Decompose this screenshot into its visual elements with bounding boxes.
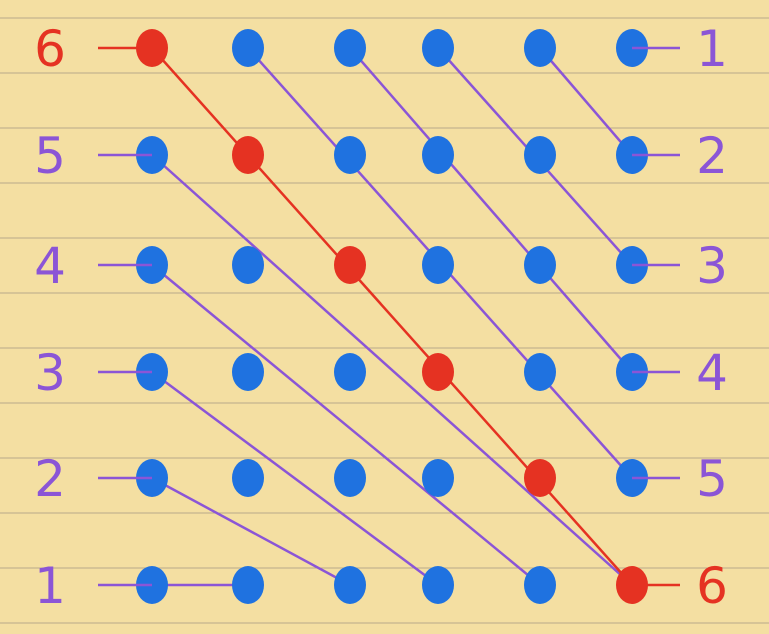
right-row-label: 1	[696, 20, 728, 78]
diagonal-line	[150, 263, 542, 587]
right-row-label: 3	[696, 237, 728, 295]
diagonal-line	[150, 153, 634, 587]
left-row-label: 4	[34, 237, 66, 295]
highlight-dot	[422, 353, 454, 391]
left-row-label: 6	[34, 20, 66, 78]
grid-dot	[232, 459, 264, 497]
grid-dot	[334, 459, 366, 497]
grid-dot	[232, 353, 264, 391]
grid-dot	[232, 246, 264, 284]
diagonal-lines	[150, 46, 634, 587]
highlight-dot	[232, 136, 264, 174]
grid-dot	[524, 136, 556, 174]
notebook-rules	[0, 17, 769, 624]
right-row-label: 6	[696, 557, 728, 615]
grid-dot	[422, 246, 454, 284]
right-row-label: 5	[696, 450, 728, 508]
right-row-label: 4	[696, 344, 728, 402]
grid-dot	[524, 566, 556, 604]
grid-dot	[232, 29, 264, 67]
grid-dot	[524, 246, 556, 284]
grid-dot	[422, 459, 454, 497]
grid-dot	[334, 566, 366, 604]
grid-dot	[422, 136, 454, 174]
grid-dot	[422, 29, 454, 67]
left-row-label: 3	[34, 344, 66, 402]
main-diagonal-line	[150, 46, 634, 587]
grid-dot	[232, 566, 264, 604]
grid-dot	[422, 566, 454, 604]
grid-dot	[524, 353, 556, 391]
grid-dot	[334, 353, 366, 391]
left-row-label: 2	[34, 450, 66, 508]
right-row-label: 2	[696, 127, 728, 185]
diagonal-line	[150, 476, 352, 587]
highlight-dot	[524, 459, 556, 497]
left-row-label: 1	[34, 557, 66, 615]
left-row-label: 5	[34, 127, 66, 185]
highlight-dot	[334, 246, 366, 284]
grid-dot	[334, 29, 366, 67]
dot-grid	[136, 29, 648, 604]
grid-dot	[334, 136, 366, 174]
row-labels: 6 5 4 3 2 1 1 2 3 4 5 6	[34, 20, 728, 615]
diagonal-line	[150, 370, 440, 587]
grid-dot	[524, 29, 556, 67]
diagonal-line	[348, 46, 634, 374]
diagonal-line	[538, 46, 634, 157]
